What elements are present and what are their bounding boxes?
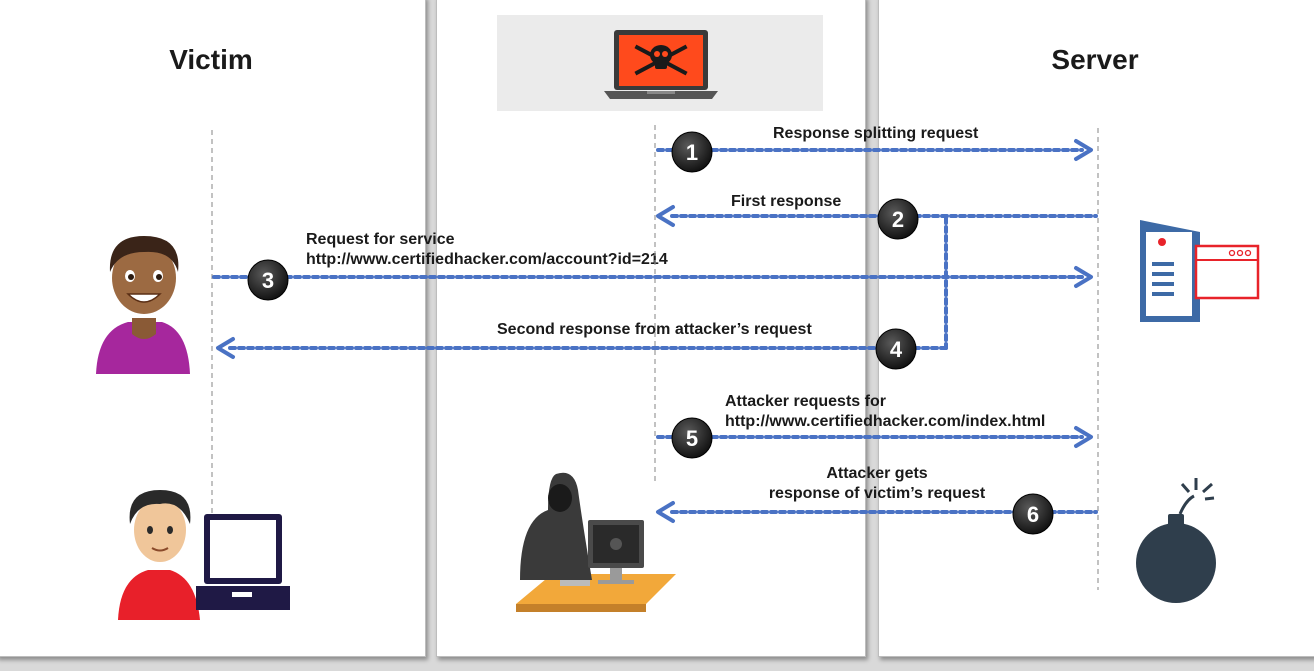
arrow-2-head <box>656 205 675 227</box>
server-panel <box>878 0 1314 657</box>
message-2-label: First response <box>731 193 842 210</box>
step-4-badge: 4 <box>875 328 917 370</box>
step-badges: 1 2 3 4 5 6 <box>247 131 1054 535</box>
message-4-label: Second response from attacker’s request <box>497 321 812 338</box>
arrow-1-head <box>1074 139 1093 161</box>
user-with-laptop-icon <box>118 490 290 620</box>
step-4-number: 4 <box>890 337 903 362</box>
step-3-number: 3 <box>262 268 274 293</box>
arrow-5-head <box>1074 426 1093 448</box>
lifelines <box>211 125 1099 590</box>
message-5-line1: Attacker requests for <box>725 393 886 410</box>
step-5-number: 5 <box>686 426 698 451</box>
arrow-6-head <box>656 501 675 523</box>
step-1-badge: 1 <box>671 131 713 173</box>
message-1-label: Response splitting request <box>773 125 979 142</box>
skull-laptop-icon <box>604 30 718 99</box>
message-3-line2: http://www.certifiedhacker.com/account?i… <box>306 251 668 268</box>
message-3-label: Request for service http://www.certified… <box>306 230 668 270</box>
message-5-line2: http://www.certifiedhacker.com/index.htm… <box>725 413 1046 430</box>
message-arrows <box>212 148 1098 514</box>
message-6-line1: Attacker gets <box>826 465 928 482</box>
arrow-heads <box>216 139 1093 523</box>
step-3-badge: 3 <box>247 259 289 301</box>
step-2-badge: 2 <box>877 198 919 240</box>
skull-icon <box>634 44 688 76</box>
message-5-label: Attacker requests for http://www.certifi… <box>725 392 1045 432</box>
arrow-4-head <box>216 337 235 359</box>
step-1-number: 1 <box>686 140 698 165</box>
step-6-number: 6 <box>1027 502 1039 527</box>
server-icon <box>1140 220 1260 322</box>
step-2-number: 2 <box>892 207 904 232</box>
hooded-hacker-icon <box>516 472 676 612</box>
step-5-badge: 5 <box>671 417 713 459</box>
message-6-line2: response of victim’s request <box>768 485 986 502</box>
victim-title: Victim <box>169 44 253 75</box>
message-3-line1: Request for service <box>306 231 455 248</box>
arrow-3-head <box>1074 266 1093 288</box>
message-6-label: Attacker gets response of victim’s reque… <box>752 464 1002 504</box>
victim-avatar-icon <box>96 236 190 374</box>
server-title: Server <box>1051 44 1139 75</box>
step-6-badge: 6 <box>1012 493 1054 535</box>
bomb-icon <box>1136 478 1216 603</box>
